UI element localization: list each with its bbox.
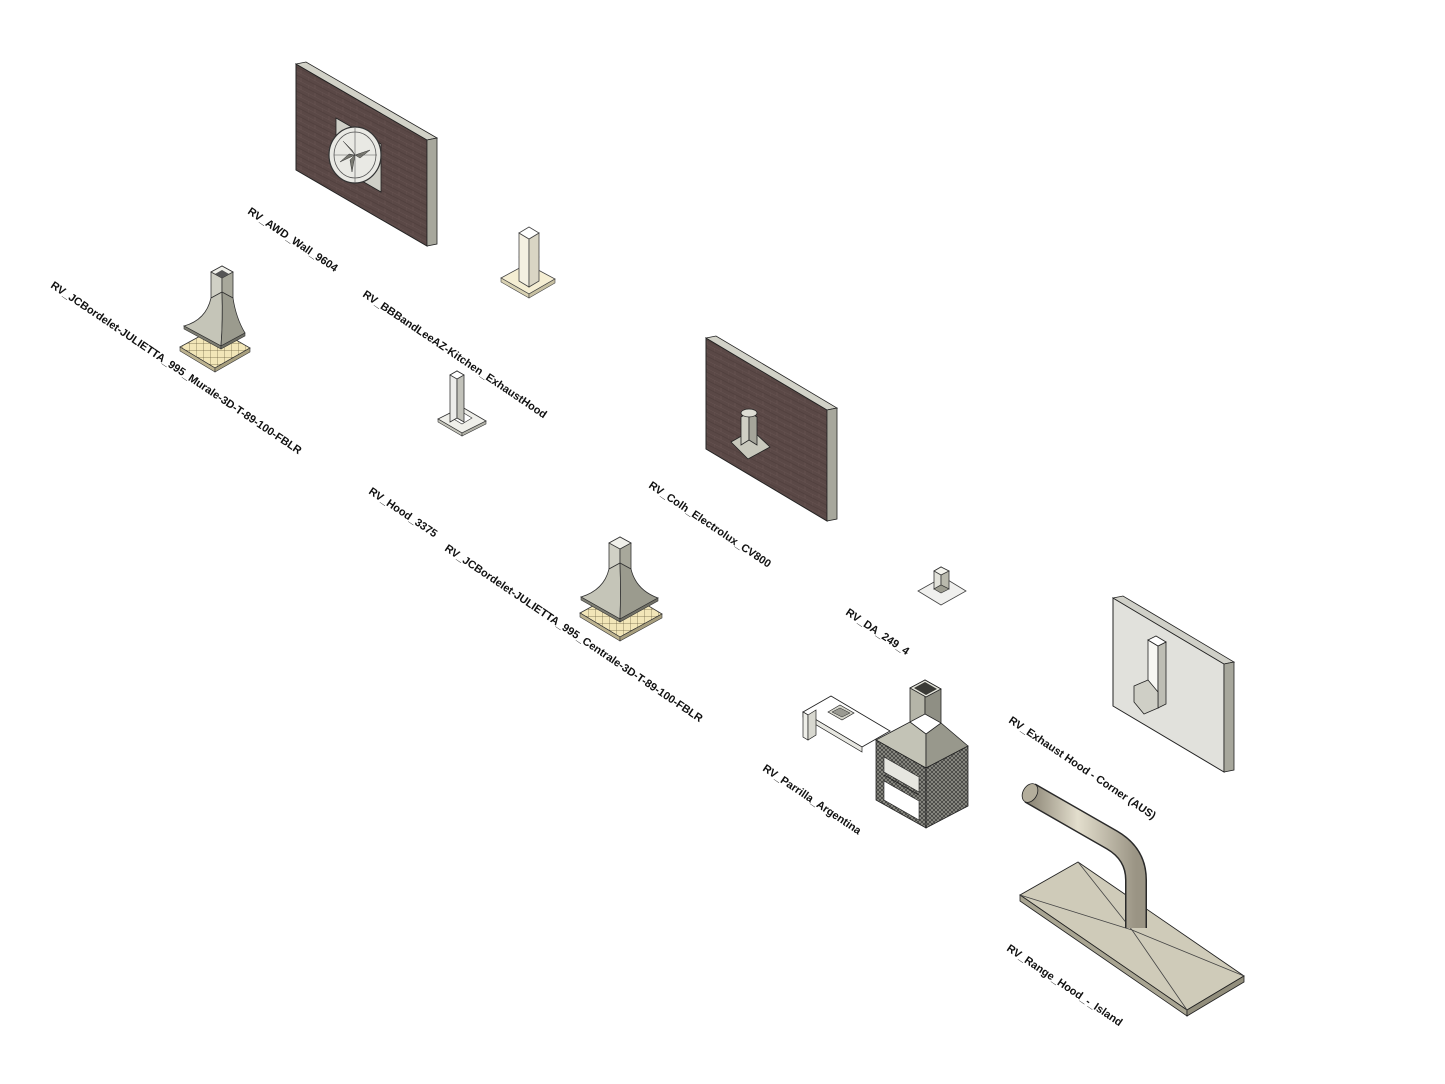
hood-3375[interactable]: [437, 370, 487, 437]
label-jc-murale: RV_JCBordelet-JULIETTA_995_Murale-3D-T-8…: [48, 280, 303, 458]
bb-exhaust-hood[interactable]: [500, 226, 556, 299]
colh-electrolux-hood[interactable]: [704, 335, 839, 522]
awd-wall-fan[interactable]: [294, 61, 439, 247]
label-parrilla: RV_Parrilla_Argentina: [760, 763, 864, 838]
label-exhaust-corner: RV_Exhaust Hood - Corner (AUS): [1006, 715, 1158, 823]
range-hood-island[interactable]: [1019, 781, 1245, 1017]
label-jc-centrale: RV_JCBordelet-JULIETTA_995_Centrale-3D-T…: [442, 543, 704, 725]
jc-murale-hood[interactable]: [179, 265, 251, 373]
label-hood-3375: RV_Hood_3375: [366, 486, 439, 541]
label-da-249: RV_DA_249_4: [843, 607, 912, 659]
label-colh-electrolux: RV_Colh_Electrolux_CV800: [646, 480, 773, 571]
parrilla-grill[interactable]: [802, 679, 969, 829]
da-249-hood[interactable]: [917, 566, 967, 606]
fan-icon: [328, 117, 382, 193]
label-awd-wall: RV_AWD_Wall_9604: [245, 206, 340, 276]
exhaust-hood-corner[interactable]: [1111, 595, 1236, 773]
jc-centrale-hood[interactable]: [579, 536, 663, 642]
